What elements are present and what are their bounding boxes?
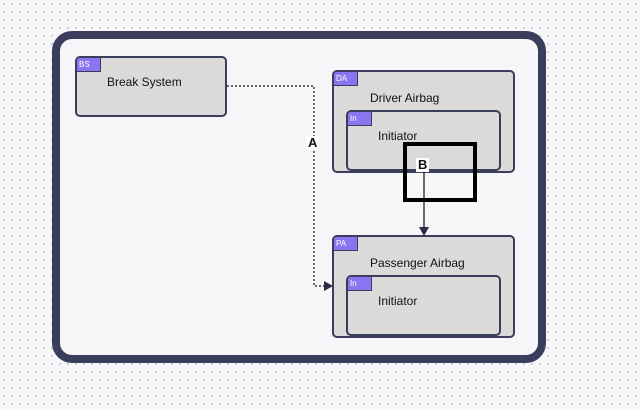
connection-a-arrowhead bbox=[324, 281, 333, 291]
driver-airbag-title: Driver Airbag bbox=[370, 91, 440, 105]
connection-a-line bbox=[227, 85, 326, 287]
connection-b-label[interactable]: B bbox=[416, 157, 430, 172]
driver-initiator-tag: In bbox=[348, 112, 372, 126]
driver-initiator-title: Initiator bbox=[378, 129, 418, 143]
passenger-initiator-title: Initiator bbox=[378, 294, 418, 308]
passenger-airbag-title: Passenger Airbag bbox=[370, 256, 465, 270]
connection-b-arrowhead bbox=[419, 227, 429, 236]
break-system-tag: BS bbox=[77, 58, 101, 72]
passenger-initiator-tag: In bbox=[348, 277, 372, 291]
driver-airbag-tag: DA bbox=[334, 72, 358, 86]
connection-a-label[interactable]: A bbox=[306, 135, 320, 150]
passenger-airbag-block[interactable]: PA Passenger Airbag In Initiator bbox=[332, 235, 515, 338]
passenger-airbag-tag: PA bbox=[334, 237, 358, 251]
connection-b-highlight-box bbox=[403, 142, 477, 202]
break-system-title: Break System bbox=[107, 75, 182, 89]
passenger-initiator-block[interactable]: In Initiator bbox=[346, 275, 501, 336]
break-system-block[interactable]: BS Break System bbox=[75, 56, 227, 117]
